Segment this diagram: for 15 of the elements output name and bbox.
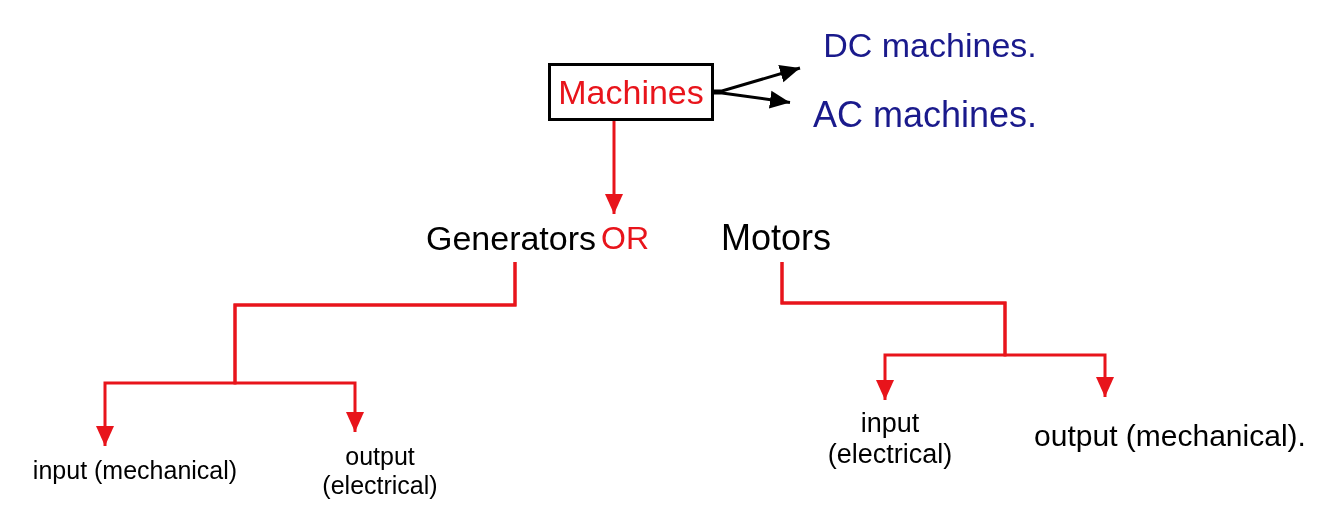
node-label: Motors bbox=[700, 214, 852, 262]
node-label: output (electrical) bbox=[312, 432, 448, 510]
node-label: output (mechanical). bbox=[1030, 397, 1310, 475]
arrow bbox=[605, 121, 623, 214]
arrow bbox=[780, 262, 1114, 397]
process-box: Machines bbox=[548, 63, 714, 121]
node-label: Generators bbox=[425, 214, 597, 262]
node-label: DC machines. bbox=[800, 20, 1060, 68]
node-label: OR bbox=[597, 214, 653, 262]
node-label: input (electrical) bbox=[815, 400, 965, 478]
arrow bbox=[233, 262, 517, 432]
node-label: AC machines. bbox=[790, 88, 1060, 136]
arrow bbox=[714, 90, 791, 109]
arrow bbox=[714, 65, 801, 93]
node-label: input (mechanical) bbox=[4, 446, 266, 496]
